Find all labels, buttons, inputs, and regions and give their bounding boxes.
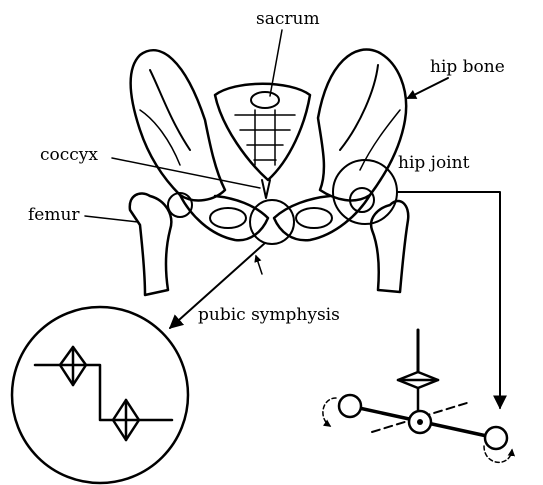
left-pubic-ramus	[180, 195, 268, 240]
label-pubic-symphysis: pubic symphysis	[198, 305, 340, 325]
joint-node-left	[339, 395, 361, 417]
coccyx-bone	[262, 180, 270, 198]
right-pubic-ramus	[274, 195, 370, 240]
label-hip-joint: hip joint	[398, 153, 470, 173]
label-sacrum: sacrum	[256, 9, 320, 29]
joint-node-right	[485, 427, 507, 449]
sacrum-bone	[215, 84, 310, 180]
right-femur	[371, 201, 408, 292]
hip-joint-mechanism	[323, 330, 512, 462]
symphysis-schematic	[35, 347, 172, 440]
zoom-arrow-right	[397, 192, 500, 408]
label-coccyx: coccyx	[40, 145, 98, 165]
hip-joint-marker	[333, 160, 397, 224]
left-femur	[130, 194, 172, 295]
label-femur: femur	[28, 205, 80, 225]
label-hip-bone: hip bone	[430, 57, 505, 77]
pelvis-illustration	[130, 50, 408, 295]
pubic-symphysis-marker	[250, 200, 294, 244]
